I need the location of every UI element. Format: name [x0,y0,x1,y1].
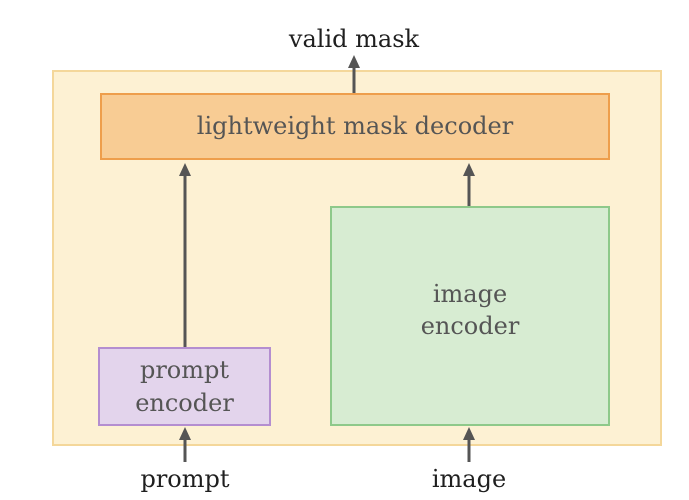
prompt-encoder-label: prompt encoder [135,354,234,419]
arrowhead-image-to-decoder-icon [463,163,475,176]
prompt-encoder-label-line1: prompt [139,356,230,385]
prompt-encoder-box: prompt encoder [98,347,271,426]
arrowhead-image-input-icon [463,427,475,440]
arrowhead-output-icon [348,55,360,68]
image-encoder-box: image encoder [330,206,610,426]
image-encoder-label-line1: image [432,280,508,308]
mask-decoder-box: lightweight mask decoder [100,93,610,160]
arrowhead-prompt-to-decoder-icon [179,163,191,176]
prompt-encoder-label-line2: encoder [135,388,234,417]
arrowhead-prompt-input-icon [179,427,191,440]
input-label-image: image [431,465,507,493]
image-encoder-label-line2: encoder [420,312,520,341]
output-label-valid-mask: valid mask [288,25,420,53]
image-encoder-label: image encoder [421,278,520,343]
mask-decoder-label: lightweight mask decoder [196,112,514,141]
input-label-prompt: prompt [140,465,230,493]
